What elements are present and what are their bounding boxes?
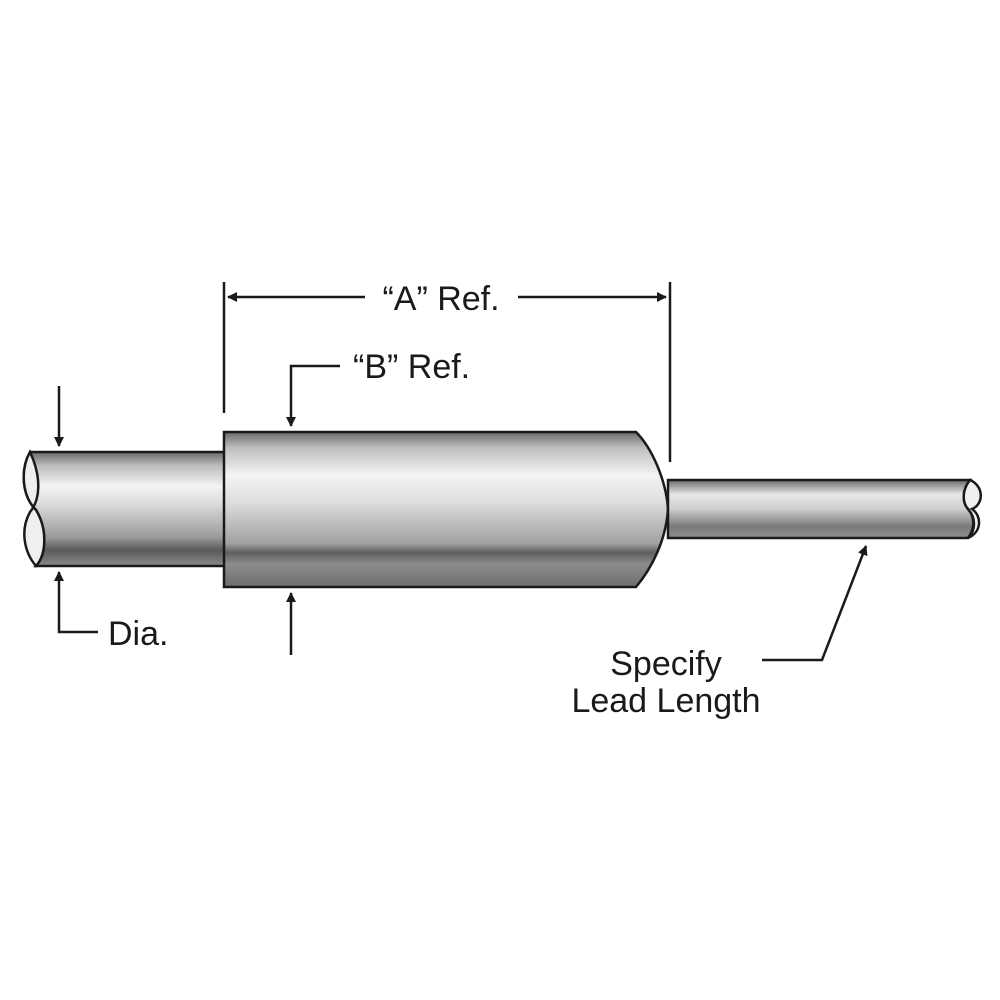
sheath-cylinder [22,450,228,568]
dia-leader-bottom [54,571,98,634]
transition-body [222,430,670,589]
lead-length-label-line1: Specify [610,645,722,683]
lead-length-leader [762,545,868,662]
lead-broken-end [962,478,982,540]
dia-label: Dia. [108,615,168,653]
lead-length-label-line2: Lead Length [571,682,760,720]
lead-wire [666,478,975,540]
b-ref-leader-top [286,364,340,427]
b-ref-label: “B” Ref. [353,348,470,386]
a-ref-label: “A” Ref. [382,280,499,318]
sheath-broken-end [22,449,46,568]
